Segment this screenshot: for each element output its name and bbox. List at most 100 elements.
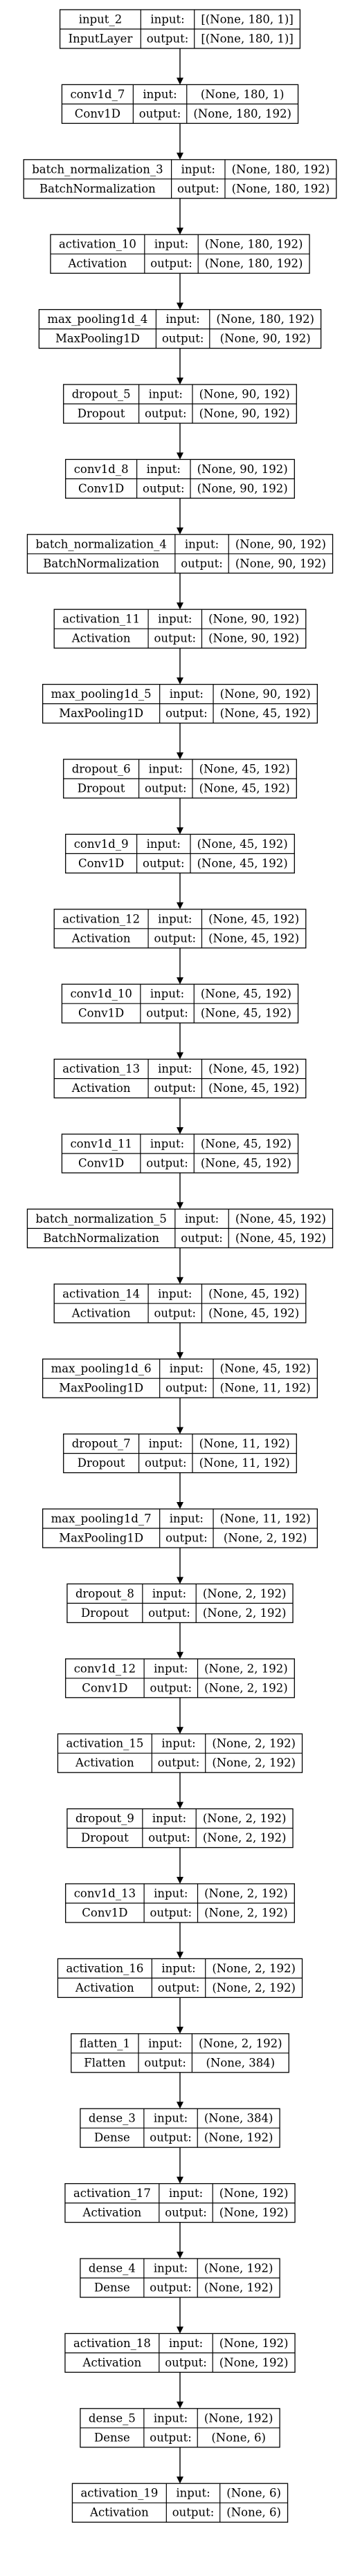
output-shape: (None, 90, 192) — [220, 332, 311, 345]
edge-arrow — [177, 1173, 183, 1210]
layer-name: max_pooling1d_4 — [47, 313, 147, 326]
output-port-label: output: — [150, 257, 192, 270]
layer-node: max_pooling1d_5MaxPooling1Dinput:output:… — [42, 683, 318, 724]
output-shape: (None, 180, 192) — [193, 107, 291, 120]
input-port-label: input: — [161, 1737, 195, 1750]
output-port-label: output: — [158, 1757, 200, 1770]
output-shape: (None, 45, 192) — [199, 782, 290, 795]
input-port-label: input: — [149, 763, 183, 776]
output-port-label: output: — [181, 557, 223, 570]
output-shape: (None, 384) — [206, 2056, 276, 2069]
input-port-label: input: — [185, 1212, 219, 1225]
layer-type: Activation — [71, 632, 131, 645]
layer-node: activation_11Activationinput:output:(Non… — [53, 609, 307, 649]
layer-type: Activation — [82, 2356, 142, 2369]
layer-type: Dense — [94, 2281, 130, 2295]
input-port-label: input: — [143, 88, 177, 101]
edge-arrow — [177, 1548, 183, 1584]
edge-arrow — [177, 1997, 183, 2034]
input-port-label: input: — [148, 2037, 182, 2050]
input-port-label: input: — [169, 2187, 203, 2200]
input-shape: (None, 192) — [204, 2411, 273, 2425]
arrowhead-icon — [177, 2252, 183, 2259]
layer-node: batch_normalization_3BatchNormalizationi… — [23, 159, 337, 199]
layer-type: Dropout — [78, 1456, 125, 1470]
output-shape: (None, 192) — [219, 2206, 289, 2219]
input-port-label: input: — [147, 463, 181, 476]
arrowhead-icon — [177, 977, 183, 985]
output-port-label: output: — [165, 2356, 207, 2369]
input-port-label: input: — [158, 613, 192, 626]
output-shape: (None, 11, 192) — [220, 1382, 311, 1395]
arrowhead-icon — [177, 902, 183, 909]
input-port-label: input: — [152, 1812, 186, 1825]
output-shape: (None, 192) — [204, 2281, 273, 2295]
layer-type: Conv1D — [82, 1681, 127, 1694]
output-shape: (None, 11, 192) — [199, 1456, 290, 1470]
layer-name: dropout_8 — [75, 1587, 134, 1600]
layer-name: batch_normalization_5 — [35, 1212, 166, 1225]
edge-arrow — [177, 2072, 183, 2109]
output-port-label: output: — [150, 1681, 192, 1694]
layer-type: Activation — [71, 1082, 131, 1095]
output-port-label: output: — [154, 632, 196, 645]
arrowhead-icon — [177, 378, 183, 384]
layer-type: MaxPooling1D — [55, 332, 140, 345]
layer-node: activation_19Activationinput:output:(Non… — [71, 2483, 289, 2523]
layer-name: conv1d_12 — [74, 1662, 136, 1675]
input-port-label: input: — [154, 2262, 188, 2275]
layer-name: dropout_9 — [75, 1812, 134, 1825]
output-port-label: output: — [154, 932, 196, 945]
input-shape: (None, 90, 192) — [199, 388, 290, 401]
input-port-label: input: — [158, 912, 192, 925]
layer-name: activation_17 — [73, 2187, 151, 2200]
arrowhead-icon — [177, 1877, 183, 1884]
output-shape: (None, 180, 192) — [232, 182, 330, 195]
output-port-label: output: — [144, 2056, 186, 2069]
arrowhead-icon — [177, 1052, 183, 1059]
input-port-label: input: — [150, 988, 184, 1001]
output-port-label: output: — [148, 1606, 190, 1620]
output-port-label: output: — [162, 332, 204, 345]
layer-name: activation_18 — [73, 2337, 151, 2350]
output-port-label: output: — [143, 857, 185, 870]
arrowhead-icon — [177, 602, 183, 610]
input-port-label: input: — [152, 1587, 186, 1600]
layer-type: Activation — [71, 932, 131, 945]
output-port-label: output: — [150, 2281, 192, 2295]
layer-name: max_pooling1d_7 — [51, 1512, 152, 1526]
layer-node: max_pooling1d_4MaxPooling1Dinput:output:… — [38, 308, 322, 349]
input-shape: (None, 180, 1) — [201, 88, 285, 101]
output-port-label: output: — [154, 1082, 196, 1095]
input-shape: (None, 2, 192) — [212, 1737, 296, 1750]
layer-node: activation_12Activationinput:output:(Non… — [53, 909, 307, 949]
edge-arrow — [177, 198, 183, 235]
layer-name: activation_13 — [62, 1062, 140, 1075]
layer-node: max_pooling1d_7MaxPooling1Dinput:output:… — [42, 1508, 318, 1548]
layer-type: BatchNormalization — [39, 182, 156, 195]
input-port-label: input: — [154, 2112, 188, 2125]
input-shape: (None, 45, 192) — [208, 912, 299, 925]
layer-name: activation_15 — [66, 1737, 143, 1750]
input-shape: (None, 45, 192) — [201, 988, 291, 1001]
layer-type: MaxPooling1D — [59, 1382, 143, 1395]
edge-arrow — [177, 648, 183, 685]
layer-type: Conv1D — [75, 107, 120, 120]
input-shape: (None, 192) — [219, 2337, 289, 2350]
output-port-label: output: — [150, 2431, 192, 2444]
edge-arrow — [177, 273, 183, 310]
output-shape: (None, 45, 192) — [208, 932, 299, 945]
output-port-label: output: — [154, 1306, 196, 1319]
arrowhead-icon — [177, 677, 183, 685]
output-port-label: output: — [145, 1456, 187, 1470]
arrowhead-icon — [177, 527, 183, 535]
layer-node: activation_10Activationinput:output:(Non… — [50, 234, 310, 274]
input-port-label: input: — [150, 1138, 184, 1151]
input-shape: (None, 45, 192) — [220, 1362, 311, 1375]
layer-name: conv1d_8 — [74, 463, 129, 476]
